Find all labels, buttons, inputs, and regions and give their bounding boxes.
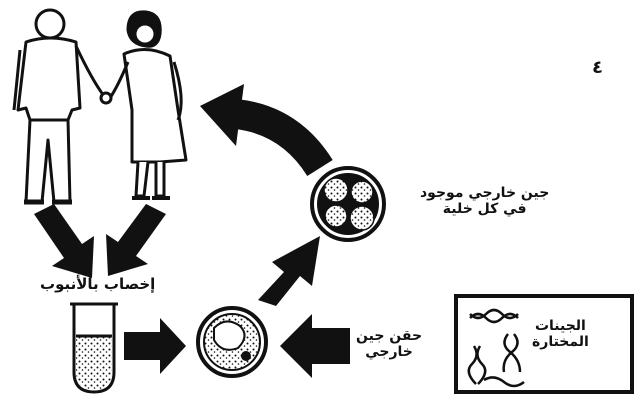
- arrow-man-to-tube: [34, 204, 94, 278]
- gene-injection-label: حقن جين خارجي: [356, 328, 422, 360]
- single-cell-embryo-icon: [196, 306, 268, 378]
- multi-cell-embryo-icon: [310, 166, 386, 242]
- ivf-label: إخصاب بالأنبوب: [40, 275, 156, 293]
- couple-illustration: [12, 8, 188, 205]
- arrow-divided-to-couple: [200, 84, 333, 177]
- dna-strands-icon: [467, 308, 525, 388]
- woman-figure: [108, 10, 188, 200]
- selected-genes-line-1: الجينات: [534, 318, 586, 334]
- arrow-injection-to-embryo: [280, 314, 350, 378]
- gene-label-line-2: في كل خلية: [442, 201, 527, 218]
- injection-label-line-2: خارجي: [365, 344, 413, 361]
- test-tube-icon: [70, 302, 118, 394]
- man-figure: [12, 8, 106, 205]
- arrow-woman-to-tube: [106, 204, 166, 276]
- step-number: ٤: [592, 57, 603, 78]
- selected-genes-line-2: المختارة: [532, 334, 589, 351]
- injection-label-line-1: حقن جين: [356, 328, 423, 344]
- arrow-tube-to-embryo: [124, 318, 186, 374]
- selected-genes-box: [454, 294, 634, 394]
- gene-label-line-1: جين خارجي موجود: [420, 185, 550, 201]
- joined-hands: [99, 91, 113, 105]
- gene-in-every-cell-label: جين خارجي موجود في كل خلية: [420, 185, 549, 217]
- selected-genes-label: الجينات المختارة: [532, 318, 589, 350]
- arrow-embryo-to-divided: [258, 236, 320, 306]
